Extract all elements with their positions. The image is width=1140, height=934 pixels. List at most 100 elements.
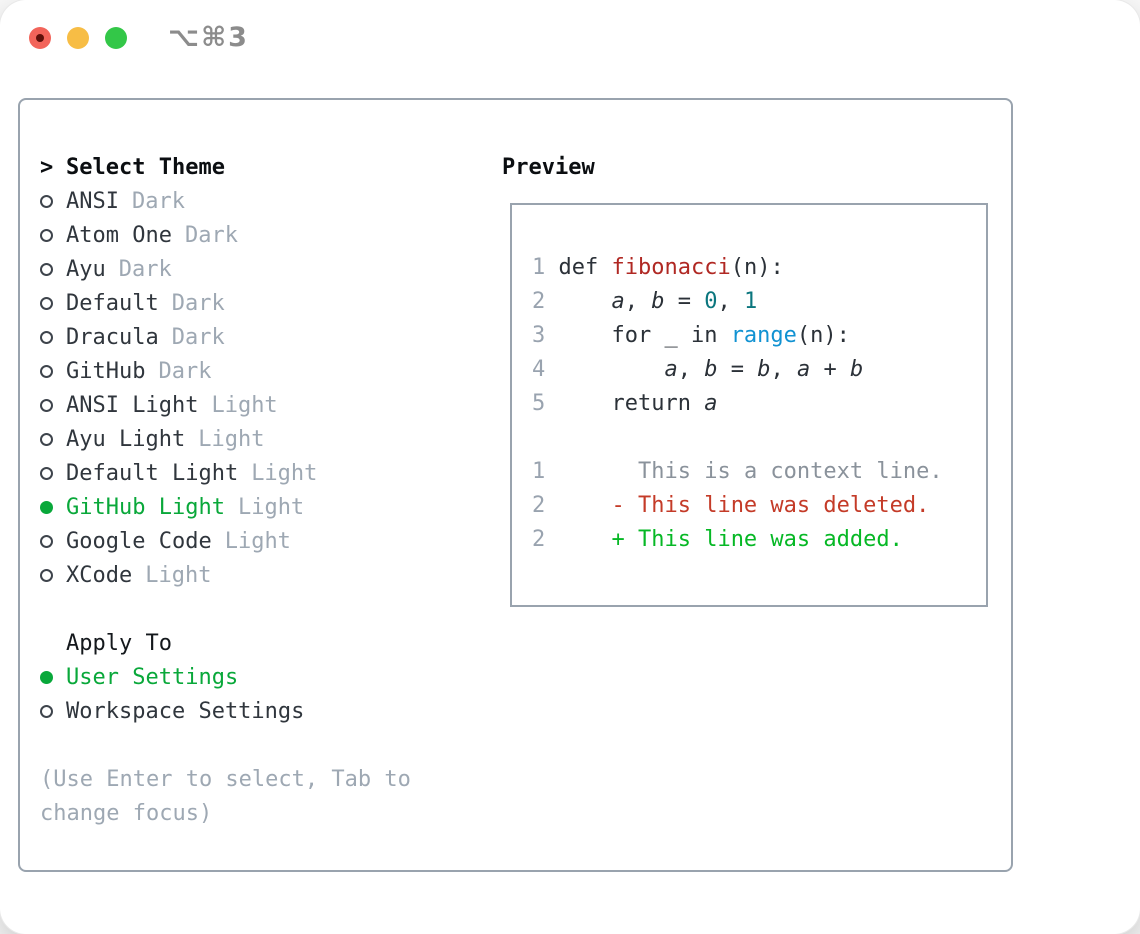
radio-icon	[40, 466, 53, 480]
help-text-line-1: (Use Enter to select, Tab to	[40, 766, 411, 792]
theme-variant-badge: Light	[198, 426, 265, 452]
theme-name: Google Code	[66, 528, 212, 554]
code-token: (n):	[730, 255, 784, 280]
spacer	[40, 728, 411, 762]
theme-option[interactable]: Default Light Light	[40, 456, 411, 490]
apply-to-option[interactable]: Workspace Settings	[40, 694, 411, 728]
preview-code-line: 1 This is a context line.	[532, 455, 986, 489]
zoom-button-icon[interactable]	[105, 27, 127, 49]
theme-variant-badge: Dark	[158, 358, 212, 384]
theme-variant-badge: Dark	[171, 324, 225, 350]
apply-to-label: Workspace Settings	[66, 698, 305, 724]
cursor-chevron-icon: >	[40, 154, 54, 180]
line-number: 1	[532, 255, 559, 280]
apply-to-option[interactable]: User Settings	[40, 660, 411, 694]
code-token	[559, 289, 612, 314]
theme-variant-badge: Light	[237, 494, 305, 520]
line-number: 5	[532, 391, 559, 416]
code-token: a	[704, 391, 718, 416]
help-text-line-2: change focus)	[40, 800, 213, 826]
code-token: a	[796, 357, 811, 382]
theme-option[interactable]: GitHub Light Light	[40, 490, 411, 524]
code-token	[559, 527, 612, 552]
radio-cell	[40, 704, 66, 718]
radio-icon	[40, 704, 53, 718]
theme-name: GitHub Light	[66, 494, 225, 520]
radio-cell	[40, 500, 66, 514]
code-token: ,	[624, 289, 652, 314]
radio-icon	[40, 364, 53, 378]
line-number: 2	[532, 289, 559, 314]
radio-cell	[40, 194, 66, 208]
code-token: fibonacci	[611, 255, 731, 280]
line-number: 3	[532, 323, 559, 348]
code-token: a	[611, 289, 625, 314]
radio-icon	[40, 568, 53, 582]
theme-name: Ayu Light	[66, 426, 186, 452]
select-theme-header: > Select Theme	[40, 150, 411, 184]
radio-cell	[40, 296, 66, 310]
code-token: ,	[770, 357, 797, 382]
preview-code-line: 1 def fibonacci(n):	[532, 251, 986, 285]
radio-cell	[40, 364, 66, 378]
code-token: (n):	[796, 323, 850, 348]
radio-cell	[40, 568, 66, 582]
select-theme-header-label: Select Theme	[66, 154, 225, 180]
theme-option[interactable]: GitHub Dark	[40, 354, 411, 388]
apply-to-header-label: Apply To	[66, 630, 172, 656]
radio-icon	[40, 330, 53, 344]
radio-cell	[40, 262, 66, 276]
line-number: 1	[532, 459, 559, 484]
theme-option[interactable]: Ayu Light Light	[40, 422, 411, 456]
theme-variant-badge: Light	[224, 528, 291, 554]
radio-icon	[40, 534, 53, 548]
code-token: range	[730, 323, 797, 348]
theme-option[interactable]: ANSI Dark	[40, 184, 411, 218]
theme-variant-badge: Light	[251, 460, 318, 486]
theme-name: ANSI Light	[66, 392, 199, 418]
line-number: 4	[532, 357, 559, 382]
theme-option[interactable]: Google Code Light	[40, 524, 411, 558]
radio-cell	[40, 398, 66, 412]
preview-blank-line	[532, 421, 986, 455]
theme-option[interactable]: ANSI Light Light	[40, 388, 411, 422]
theme-name: Atom One	[66, 222, 172, 248]
radio-cell	[40, 330, 66, 344]
apply-to-header: Apply To	[40, 626, 411, 660]
radio-icon	[40, 398, 53, 412]
line-number: 2	[532, 527, 559, 552]
code-token: ,	[717, 289, 744, 314]
minimize-button-icon[interactable]	[67, 27, 89, 49]
theme-name: GitHub	[66, 358, 146, 384]
theme-variant-badge: Dark	[171, 290, 225, 316]
theme-name: Default Light	[66, 460, 239, 486]
radio-cell	[40, 432, 66, 446]
radio-icon	[40, 194, 53, 208]
preview-code-line: 5 return a	[532, 387, 986, 421]
radio-icon	[40, 296, 53, 310]
theme-name: Dracula	[66, 324, 159, 350]
code-token	[559, 459, 638, 484]
theme-option[interactable]: Dracula Dark	[40, 320, 411, 354]
theme-name: ANSI	[66, 188, 119, 214]
preview-code-line: 2 + This line was added.	[532, 523, 986, 557]
radio-icon	[40, 228, 53, 242]
code-token: for _ in	[558, 323, 731, 348]
close-button-icon[interactable]	[29, 27, 51, 49]
code-token	[559, 493, 612, 518]
code-token: =	[664, 289, 705, 314]
theme-variant-badge: Dark	[131, 188, 185, 214]
radio-cell	[40, 466, 66, 480]
theme-variant-badge: Light	[211, 392, 278, 418]
code-token: =	[717, 357, 758, 382]
radio-cell	[40, 670, 66, 684]
